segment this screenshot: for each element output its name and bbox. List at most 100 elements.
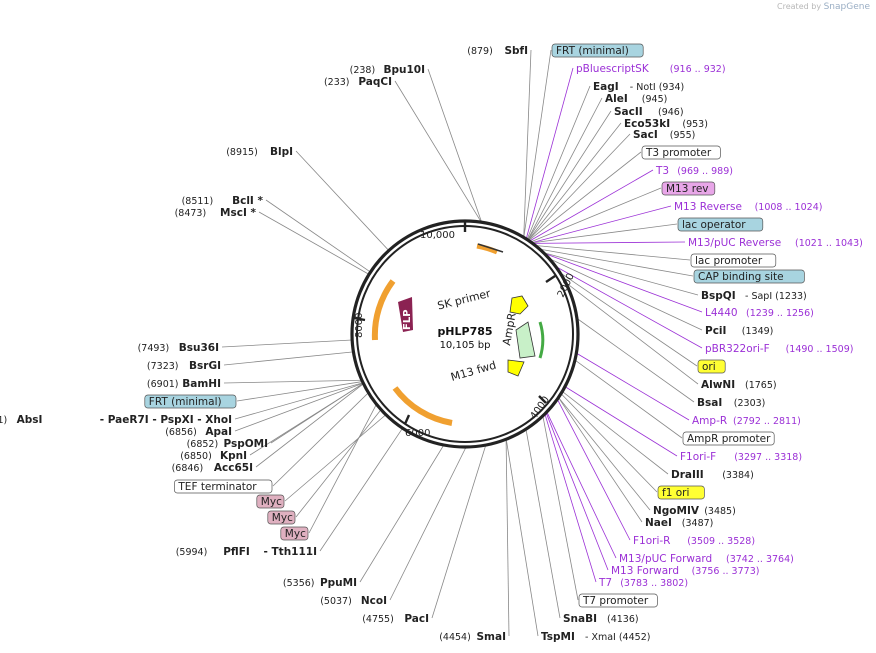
site-name-22: BsaI [697, 397, 722, 409]
site-label-10: M13 rev [661, 181, 716, 196]
site-label-7: SacI(955) [633, 129, 695, 141]
site-name-30: F1ori-R [633, 535, 670, 547]
site-pos-59: (238) [350, 65, 376, 76]
site-pos-38: (4755) [362, 614, 394, 625]
site-name-16: BspQI [701, 290, 736, 302]
site-name-0: SbfI [504, 45, 528, 57]
site-name-13: M13/pUC Reverse [688, 237, 781, 249]
leader-line-9 [529, 169, 654, 242]
site-extra-16: - SapI (1233) [745, 291, 807, 302]
site-name-2: pBluescriptSK [576, 63, 650, 75]
feature-box-43 [267, 510, 296, 525]
leader-line-11 [531, 205, 672, 244]
site-extra-3: - NotI (934) [630, 82, 684, 93]
site-pos-55: (8473) [175, 208, 207, 219]
site-pos-53: (7323) [147, 361, 179, 372]
site-label-25: F1ori-F (3297 .. 3318) [680, 451, 802, 463]
leader-line-41 [319, 427, 403, 552]
credit-prefix: Created by [777, 2, 822, 11]
leader-line-17 [543, 252, 703, 313]
site-extra-6: (953) [682, 119, 708, 130]
site-label-51: FRT (minimal) [144, 394, 237, 409]
tick-label-6000: 6000 [405, 428, 430, 439]
site-label-5: SacII(946) [614, 106, 684, 118]
site-name-11: M13 Reverse [674, 201, 742, 213]
site-pos-52: (6901) [147, 379, 179, 390]
leader-line-51 [236, 381, 363, 402]
site-label-52: BamHI(6901) [147, 378, 221, 390]
feature-box-24 [682, 431, 775, 446]
leader-line-39 [389, 446, 467, 601]
leader-line-19 [555, 266, 703, 349]
feature-name-12: lac operator [682, 219, 746, 231]
site-label-0: SbfI(879) [467, 45, 528, 57]
leader-line-43 [295, 409, 382, 518]
leader-line-28 [558, 397, 651, 511]
site-label-47: KpnI (6850) [180, 450, 247, 462]
site-label-39: NcoI(5037) [320, 595, 387, 607]
site-label-46: Acc65I(6846) [172, 462, 253, 474]
m13-fwd-label: M13 fwd [449, 359, 497, 384]
site-name-59: Bpu10I [383, 64, 425, 76]
site-extra-30: (3509 .. 3528) [687, 536, 755, 547]
site-extra-21: (1765) [745, 380, 777, 391]
site-name-25: F1ori-F [680, 451, 716, 463]
feature-name-20: ori [702, 361, 716, 373]
site-extra-28: (3485) [704, 506, 736, 517]
site-label-14: lac promoter [690, 253, 777, 268]
site-labels: SbfI(879)FRT (minimal)pBluescriptSK(916 … [0, 43, 863, 643]
leader-line-46 [255, 383, 364, 468]
feature-box-44 [280, 526, 309, 541]
site-pos-57: (8915) [226, 147, 258, 158]
site-label-36: TspMI- XmaI (4452) [541, 631, 650, 643]
site-label-6: Eco53kI(953) [624, 118, 708, 130]
leader-line-44 [308, 404, 377, 534]
plasmid-name: pHLP785 [437, 325, 492, 338]
site-name-21: AlwNI [701, 379, 735, 391]
site-extra-35: (4136) [607, 614, 639, 625]
site-name-47: KpnI [220, 450, 247, 462]
site-extra-4: (945) [642, 94, 668, 105]
tick-label-10000: 10,000 [420, 230, 455, 241]
feature-box-1 [551, 43, 644, 58]
site-extra-7: (955) [670, 130, 696, 141]
site-label-44: Myc [280, 526, 309, 541]
leader-line-38 [431, 444, 487, 619]
site-label-55: MscI *(8473) [175, 207, 257, 219]
site-name-5: SacII [614, 106, 643, 118]
site-label-31: M13/pUC Forward(3742 .. 3764) [619, 553, 794, 565]
leader-lines [221, 49, 703, 637]
ampr-label: AmpR [500, 312, 519, 347]
site-pos-47: (6850) [180, 451, 212, 462]
site-name-58: PaqCI [358, 76, 392, 88]
feature-name-34: T7 promoter [582, 595, 649, 607]
site-extra-36: - XmaI (4452) [585, 632, 650, 643]
feature-name-27: f1 ori [662, 487, 689, 499]
site-label-26: DraIII(3384) [671, 469, 754, 481]
leader-line-4 [527, 97, 603, 241]
leader-line-10 [530, 187, 662, 243]
site-name-50: AbsI [17, 414, 43, 426]
leader-line-34 [542, 415, 579, 601]
site-extra-25: (3297 .. 3318) [734, 452, 802, 463]
leader-line-49 [234, 382, 364, 432]
site-name-9: T3 [655, 165, 669, 177]
leader-line-3 [526, 85, 591, 240]
site-name-31: M13/pUC Forward [619, 553, 712, 565]
feature-name-51: FRT (minimal) [149, 396, 222, 408]
tick-label-8000: 8000 [354, 313, 365, 338]
site-label-18: PciI(1349) [705, 325, 773, 337]
leader-line-23 [576, 352, 690, 421]
site-label-9: T3(969 .. 989) [655, 165, 733, 177]
site-name-54: Bsu36I [179, 342, 219, 354]
site-extra-33: (3783 .. 3802) [620, 578, 688, 589]
site-label-28: NgoMIV(3485) [653, 505, 736, 517]
leader-line-14 [535, 245, 691, 261]
site-name-57: BlpI [270, 146, 293, 158]
flp-label: FLP [402, 309, 413, 330]
site-label-24: AmpR promoter [682, 431, 775, 446]
site-name-53: BsrGI [189, 360, 221, 372]
site-pos-39: (5037) [320, 596, 352, 607]
leader-line-53 [223, 351, 354, 366]
